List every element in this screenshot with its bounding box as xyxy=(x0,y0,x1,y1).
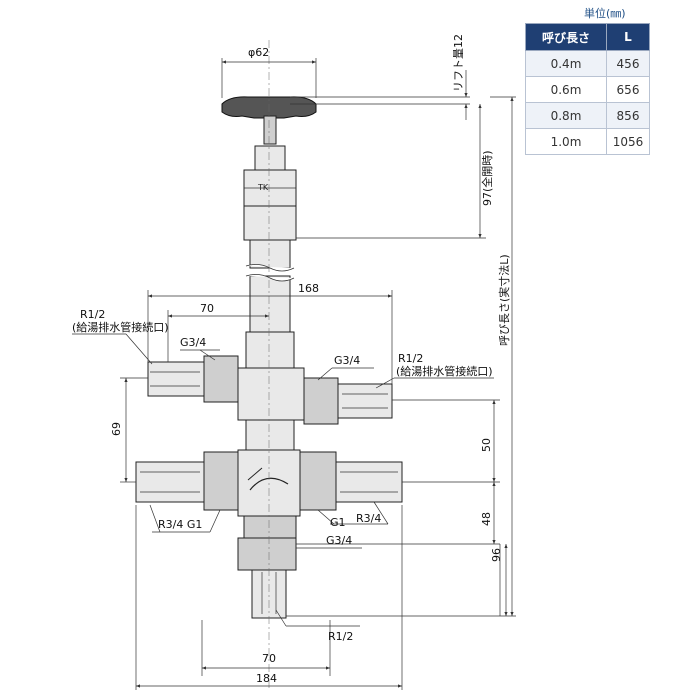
cell-L: 1056 xyxy=(606,128,650,155)
header-L: L xyxy=(606,23,650,51)
left-lower-connector xyxy=(135,451,239,511)
dim-nominal-length: 呼び長さ(実寸法L) xyxy=(497,254,511,346)
dim-50: 50 xyxy=(480,438,493,452)
cell-nominal: 0.4m xyxy=(525,50,607,77)
dim-handle-diameter: φ62 xyxy=(248,46,269,59)
table-row: 1.0m 1056 xyxy=(525,128,650,155)
label-bottom-g34: G3/4 xyxy=(326,534,352,547)
label-left-g34: G3/4 xyxy=(180,336,206,349)
header-nominal-length: 呼び長さ xyxy=(525,23,607,51)
cell-L: 656 xyxy=(606,76,650,103)
table-row: 0.4m 456 xyxy=(525,50,650,77)
cell-nominal: 1.0m xyxy=(525,128,607,155)
dim-70-bottom: 70 xyxy=(262,652,276,665)
dim-96: 96 xyxy=(490,548,503,562)
label-lower-right-r34: R3/4 xyxy=(356,512,381,525)
dim-48: 48 xyxy=(480,512,493,526)
dim-168: 168 xyxy=(298,282,319,295)
label-bottom-r12: R1/2 xyxy=(328,630,353,643)
table-row: 0.6m 656 xyxy=(525,76,650,103)
cell-nominal: 0.6m xyxy=(525,76,607,103)
label-left-conn-thread: R1/2 xyxy=(80,308,105,321)
cell-L: 856 xyxy=(606,102,650,129)
tube xyxy=(245,239,295,333)
label-right-conn-desc: (給湯排水管接続口) xyxy=(396,364,493,378)
dim-69: 69 xyxy=(110,422,123,436)
dim-full-open: 97(全開時) xyxy=(480,150,494,206)
label-lower-right-g1: G1 xyxy=(330,516,346,529)
bottom-connector xyxy=(237,515,297,619)
dim-70-top: 70 xyxy=(200,302,214,315)
size-table: 呼び長さ L 0.4m 456 0.6m 656 0.8m 856 1.0m 1… xyxy=(525,23,650,155)
table-header-row: 呼び長さ L xyxy=(525,23,650,51)
body-mark: TK xyxy=(257,183,269,192)
label-right-g34: G3/4 xyxy=(334,354,360,367)
bonnet xyxy=(243,145,297,241)
cell-L: 456 xyxy=(606,50,650,77)
table-row: 0.8m 856 xyxy=(525,102,650,129)
left-upper-connector xyxy=(147,355,239,403)
dim-184: 184 xyxy=(256,672,277,685)
upper-body xyxy=(237,331,305,451)
cell-nominal: 0.8m xyxy=(525,102,607,129)
right-upper-connector xyxy=(303,377,393,425)
label-left-conn-desc: (給湯排水管接続口) xyxy=(72,320,169,334)
dim-lift: リフト量12 xyxy=(452,34,465,92)
unit-label: 単位(㎜) xyxy=(584,7,626,20)
label-right-conn-thread: R1/2 xyxy=(398,352,423,365)
label-lower-left: R3/4 G1 xyxy=(158,518,202,531)
right-lower-connector xyxy=(299,451,403,511)
